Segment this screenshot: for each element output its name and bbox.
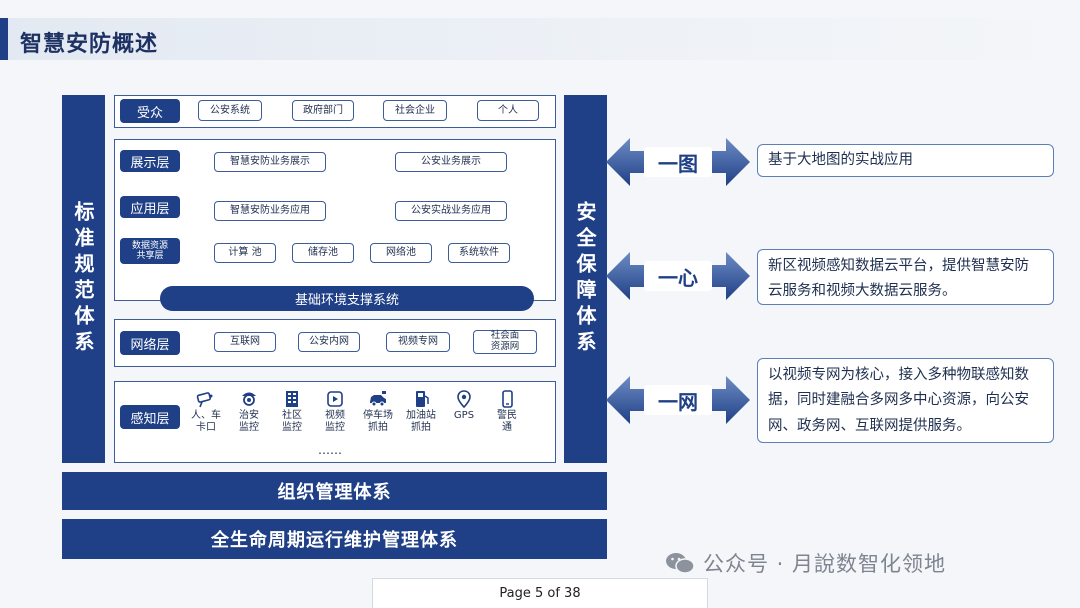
sensor-item: 警民 通 xyxy=(487,390,527,440)
sensor-line1: 警民 xyxy=(497,410,517,421)
sensor-line1: 视频 xyxy=(325,410,345,421)
sensor-line1: 治安 xyxy=(239,410,259,421)
watermark-text: 公众号 · 月說数智化领地 xyxy=(703,552,947,576)
sensor-line2: 抓拍 xyxy=(411,422,431,433)
support-system-bar: 基础环境支撑系统 xyxy=(160,286,534,311)
resource-item: 计算 池 xyxy=(214,243,276,263)
sensor-item: 加油站 抓拍 xyxy=(401,390,441,440)
title-bar xyxy=(0,18,1080,60)
network-item-line1: 社会面 xyxy=(490,330,520,342)
sensor-line1: 人、车 xyxy=(191,410,221,421)
arrow-label: 一网 xyxy=(658,390,698,414)
resource-item: 储存池 xyxy=(292,243,354,263)
description-box: 新区视频感知数据云平台，提供智慧安防云服务和视频大数据云服务。 xyxy=(757,249,1054,305)
sensor-item: 停车场 抓拍 xyxy=(358,390,398,440)
sensor-line2: 通 xyxy=(502,422,512,433)
resource-label-line1: 数据资源 xyxy=(131,240,168,251)
resource-label-line2: 共享层 xyxy=(136,251,164,261)
sensor-line2: 卡口 xyxy=(196,422,216,433)
network-item: 视频专网 xyxy=(386,332,450,352)
display-layer-label: 展示层 xyxy=(120,150,180,172)
sensor-item: 社区 监控 xyxy=(272,390,312,440)
sensor-line2: 监控 xyxy=(325,422,345,433)
audience-item: 公安系统 xyxy=(198,100,262,121)
audience-item: 个人 xyxy=(477,100,539,121)
phone-icon xyxy=(502,390,513,408)
sensor-row: 人、车 卡口 治安 监控 社区 监控 视频 监控 停车场 抓拍 加油站 抓拍 G… xyxy=(186,390,546,440)
resource-item: 系统软件 xyxy=(448,243,510,263)
resource-item: 网络池 xyxy=(370,243,432,263)
sensor-item: 人、车 卡口 xyxy=(186,390,226,440)
org-management-bar: 组织管理体系 xyxy=(62,472,607,510)
page-indicator: Page 5 of 38 xyxy=(372,578,708,608)
sensor-line1: GPS xyxy=(453,410,475,421)
watermark: 公众号 · 月說数智化领地 xyxy=(665,548,946,578)
wechat-icon xyxy=(666,553,695,574)
application-item: 公安实战业务应用 xyxy=(395,201,507,221)
network-item: 公安内网 xyxy=(298,332,360,352)
display-item: 公安业务展示 xyxy=(395,152,507,172)
resource-layer-label: 数据资源 共享层 xyxy=(120,238,180,264)
audience-item: 政府部门 xyxy=(292,100,354,121)
sensor-line1: 社区 xyxy=(282,410,302,421)
sensor-line1: 停车场 xyxy=(363,410,393,421)
security-column: 安全保障体系 xyxy=(564,95,607,463)
camera-icon xyxy=(196,392,213,408)
title-accent xyxy=(0,18,8,60)
fuel-icon xyxy=(416,391,429,407)
car-icon xyxy=(370,391,386,407)
application-item: 智慧安防业务应用 xyxy=(214,201,326,221)
description-box: 以视频专网为核心，接入多种物联感知数据，同时建融合多网多中心资源，向公安网、政务… xyxy=(757,358,1054,443)
arrow-label-bg xyxy=(644,385,712,415)
arrow-label: 一图 xyxy=(658,152,698,176)
network-item-line2: 资源网 xyxy=(490,341,520,352)
network-layer-label: 网络层 xyxy=(120,331,180,355)
standards-column: 标准规范体系 xyxy=(62,95,105,463)
sensor-item: 视频 监控 xyxy=(315,390,355,440)
video-icon xyxy=(327,391,343,407)
sensor-item: 治安 监控 xyxy=(229,390,269,440)
sensor-line1: 加油站 xyxy=(406,410,436,421)
sensor-line2: 监控 xyxy=(282,422,302,433)
building-icon xyxy=(286,391,298,407)
application-layer-label: 应用层 xyxy=(120,196,180,218)
sensing-ellipsis: …… xyxy=(318,443,342,457)
gps-icon xyxy=(457,390,471,408)
sensing-layer-label: 感知层 xyxy=(120,405,180,429)
audience-item: 社会企业 xyxy=(383,100,447,121)
arrow-label-bg xyxy=(644,261,712,291)
sensing-panel xyxy=(114,381,556,463)
audience-label: 受众 xyxy=(120,99,180,123)
description-box: 基于大地图的实战应用 xyxy=(757,144,1054,177)
display-item: 智慧安防业务展示 xyxy=(214,152,326,172)
sensor-line2: 抓拍 xyxy=(368,422,388,433)
dome-camera-icon xyxy=(242,392,256,406)
sensor-item: GPS xyxy=(444,390,484,440)
lifecycle-management-bar: 全生命周期运行维护管理体系 xyxy=(62,519,607,559)
network-item: 互联网 xyxy=(214,332,276,352)
arrow-label: 一心 xyxy=(658,266,698,290)
page-title: 智慧安防概述 xyxy=(20,32,159,57)
arrow-label-bg xyxy=(644,147,712,177)
network-item: 社会面 资源网 xyxy=(473,330,537,354)
sensor-line2: 监控 xyxy=(239,422,259,433)
